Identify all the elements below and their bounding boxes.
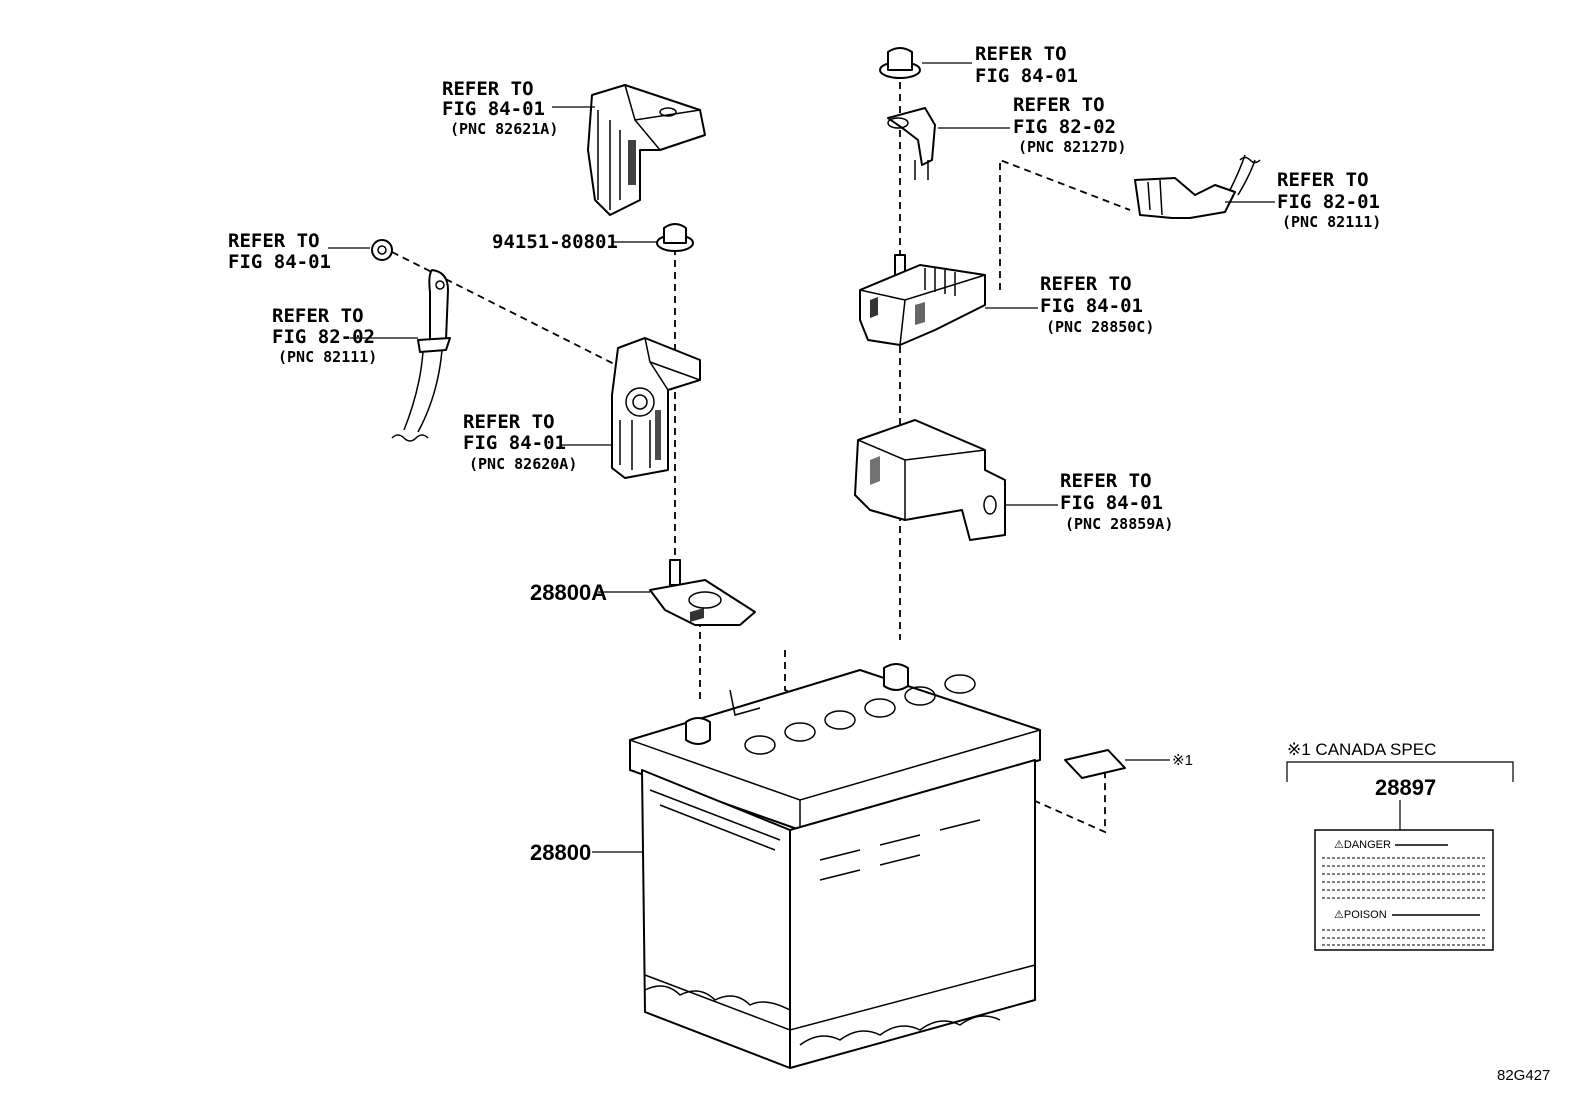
callout-nut-top-right: REFER TO FIG 84-01: [975, 43, 1078, 87]
svg-text:(PNC 82620A): (PNC 82620A): [469, 455, 577, 473]
callout-connector-right: REFER TO FIG 82-01 (PNC 82111): [1277, 169, 1381, 231]
poison-heading: ⚠POISON: [1334, 909, 1387, 921]
svg-text:(PNC 28850C): (PNC 28850C): [1046, 318, 1154, 336]
svg-text:REFER TO: REFER TO: [1040, 273, 1132, 295]
battery-vent-caps: [744, 674, 976, 755]
svg-text:REFER TO: REFER TO: [1060, 470, 1152, 492]
svg-text:REFER TO: REFER TO: [228, 230, 320, 252]
nut-94151: [656, 223, 694, 252]
svg-text:FIG 84-01: FIG 84-01: [975, 65, 1078, 87]
warning-label-small: [1064, 749, 1126, 779]
assembly-dashed-lines: [391, 82, 1131, 834]
danger-poison-label: ⚠DANGER ⚠POISON: [1314, 829, 1494, 951]
part-number-clamp: 28800A: [530, 580, 607, 605]
bracket-82127D: [887, 107, 936, 180]
svg-text:FIG 82-01: FIG 82-01: [1277, 191, 1380, 213]
callout-nut-left: REFER TO FIG 84-01: [228, 230, 331, 273]
clamp-28800A: [649, 559, 756, 626]
figure-code: 82G427: [1497, 1067, 1550, 1084]
svg-text:REFER TO: REFER TO: [1013, 94, 1105, 116]
svg-text:FIG 84-01: FIG 84-01: [463, 432, 566, 454]
cable-left: [391, 269, 451, 442]
part-number-label: 28897: [1375, 775, 1436, 800]
nut-left: [371, 239, 393, 261]
canada-spec-title: ※1 CANADA SPEC: [1287, 740, 1436, 759]
fuse-block-28850C: [859, 254, 986, 346]
part-number-nut: 94151-80801: [492, 231, 618, 253]
svg-text:REFER TO: REFER TO: [975, 43, 1067, 65]
svg-text:FIG 82-02: FIG 82-02: [1013, 116, 1116, 138]
nut-top-right: [879, 47, 921, 79]
svg-text:REFER TO: REFER TO: [442, 78, 534, 100]
svg-text:(PNC 28859A): (PNC 28859A): [1065, 515, 1173, 533]
svg-text:(PNC 82111): (PNC 82111): [1282, 213, 1381, 231]
svg-text:(PNC 82621A): (PNC 82621A): [450, 120, 558, 138]
fuse-cover-28859A: [854, 419, 1006, 541]
callout-bracket-82127: REFER TO FIG 82-02 (PNC 82127D): [1013, 94, 1126, 156]
part-number-battery: 28800: [530, 840, 591, 865]
svg-text:(PNC 82127D): (PNC 82127D): [1018, 138, 1126, 156]
svg-text:FIG 84-01: FIG 84-01: [228, 251, 331, 273]
callout-terminal-cover-top: REFER TO FIG 84-01 (PNC 82621A): [442, 78, 558, 138]
terminal-cover-lower: [611, 337, 701, 479]
svg-text:REFER TO: REFER TO: [1277, 169, 1369, 191]
label-reference-mark: ※1: [1172, 752, 1193, 769]
svg-text:(PNC 82111): (PNC 82111): [278, 348, 377, 366]
connector-right: [1134, 154, 1261, 219]
callout-fuse-cover: REFER TO FIG 84-01 (PNC 28859A): [1060, 470, 1173, 533]
terminal-cover-top: [587, 84, 706, 216]
danger-heading: ⚠DANGER: [1334, 839, 1391, 851]
callout-terminal-cover-lower: REFER TO FIG 84-01 (PNC 82620A): [463, 411, 577, 473]
svg-text:FIG 82-02: FIG 82-02: [272, 326, 375, 348]
canada-spec-panel: ※1 CANADA SPEC 28897 ⚠DANGER ⚠POISON: [1286, 740, 1514, 951]
callout-cable-left: REFER TO FIG 82-02 (PNC 82111): [272, 305, 377, 366]
svg-text:FIG 84-01: FIG 84-01: [1040, 295, 1143, 317]
svg-text:FIG 84-01: FIG 84-01: [1060, 492, 1163, 514]
battery-28800: [629, 663, 1041, 1069]
svg-text:REFER TO: REFER TO: [272, 305, 364, 327]
svg-text:FIG 84-01: FIG 84-01: [442, 98, 545, 120]
callout-fuse-block: REFER TO FIG 84-01 (PNC 28850C): [1040, 273, 1154, 336]
svg-text:REFER TO: REFER TO: [463, 411, 555, 433]
